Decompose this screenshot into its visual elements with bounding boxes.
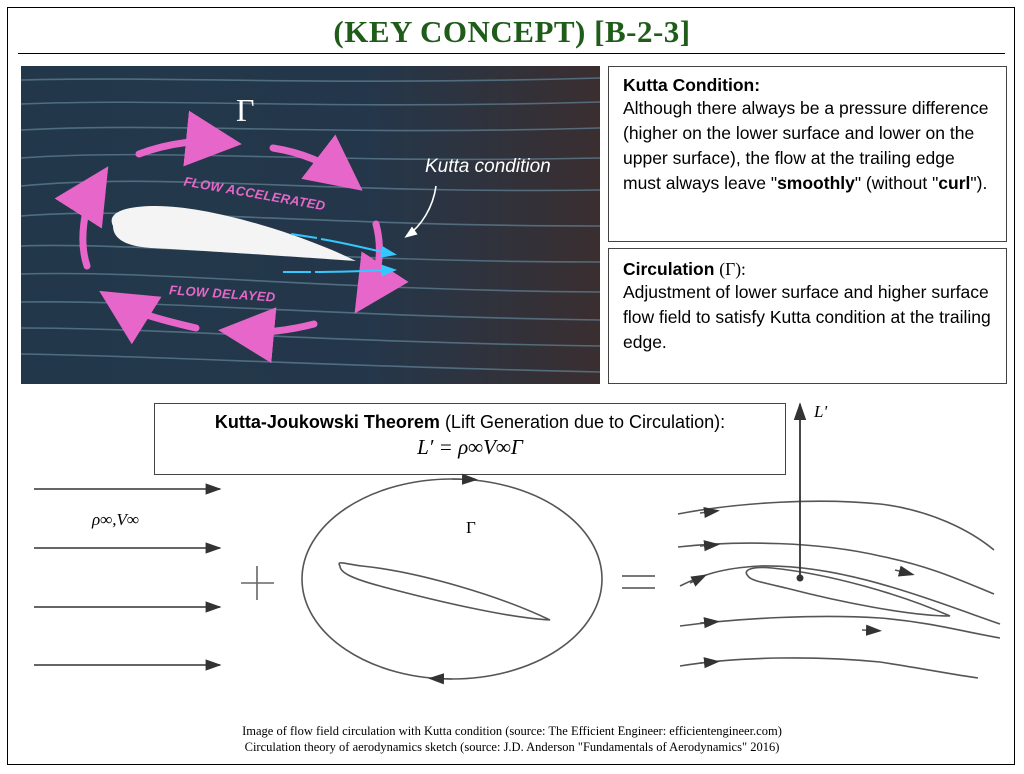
circulation-heading-symbol: (Γ):	[719, 259, 746, 279]
page-title: (KEY CONCEPT) [B-2-3]	[333, 14, 691, 49]
circulation-box: Circulation (Γ): Adjustment of lower sur…	[608, 248, 1007, 384]
airfoil-outline-center	[338, 562, 551, 621]
kj-heading: Kutta-Joukowski Theorem (Lift Generation…	[165, 412, 775, 433]
kutta-bold-smoothly: smoothly	[777, 173, 855, 193]
kutta-bold-curl: curl	[938, 173, 971, 193]
combined-flow	[677, 500, 1001, 679]
sketch-gamma-label: Γ	[466, 518, 476, 537]
kutta-text-a: Although there always be a pressure diff…	[623, 98, 989, 193]
kutta-text-b: " (without "	[854, 173, 939, 193]
kj-heading-bold: Kutta-Joukowski Theorem	[214, 412, 440, 432]
page-frame	[7, 7, 1015, 765]
photo-kutta-label: Kutta condition	[425, 156, 551, 177]
kutta-condition-box: Kutta Condition: Although there always b…	[608, 66, 1007, 242]
lift-point	[796, 574, 804, 582]
circulation-text: Adjustment of lower surface and higher s…	[623, 282, 991, 352]
circulation-theory-sketch: ρ∞,V∞ Γ L'	[0, 380, 1024, 710]
title-divider	[18, 53, 1005, 54]
kj-heading-suffix: (Lift Generation due to Circulation):	[439, 412, 726, 432]
flow-field-illustration	[21, 66, 600, 384]
kutta-text-c: ").	[970, 173, 988, 193]
photo-gamma-label: Γ	[236, 92, 255, 128]
caption-line-1: Image of flow field circulation with Kut…	[242, 724, 782, 738]
freestream-label: ρ∞,V∞	[92, 510, 140, 529]
circulation-loop	[301, 478, 603, 680]
kutta-text: Although there always be a pressure diff…	[623, 96, 992, 196]
circulation-heading: Circulation (Γ):	[623, 259, 992, 280]
circulation-heading-text: Circulation	[623, 259, 715, 279]
circulation-sketch-svg	[34, 402, 1001, 685]
equals-sign	[622, 575, 655, 589]
kutta-heading: Kutta Condition:	[623, 75, 761, 95]
kutta-joukowski-box: Kutta-Joukowski Theorem (Lift Generation…	[154, 403, 786, 475]
caption-line-2: Circulation theory of aerodynamics sketc…	[244, 740, 780, 754]
freestream-arrows	[34, 483, 222, 671]
kj-equation: L′ = ρ∞V∞Γ	[417, 435, 523, 459]
plus-sign	[241, 566, 274, 600]
flow-field-image: Γ Kutta condition FLOW ACCELERATED FLOW …	[21, 66, 600, 384]
lift-label: L'	[814, 402, 828, 421]
